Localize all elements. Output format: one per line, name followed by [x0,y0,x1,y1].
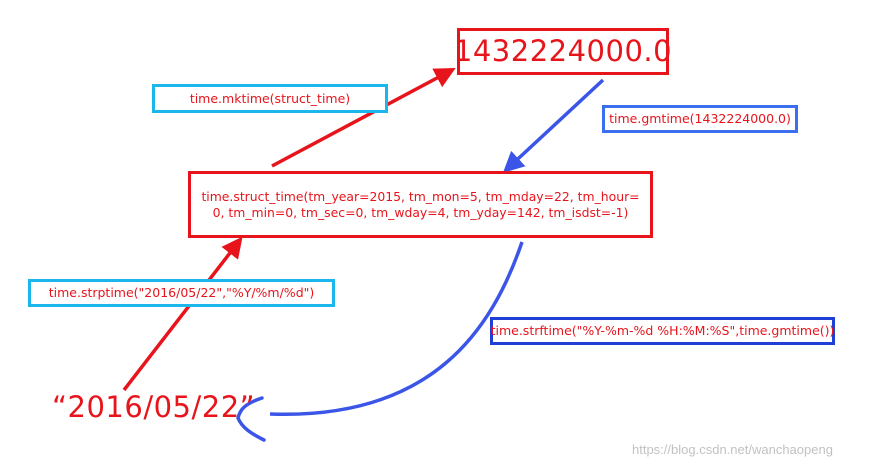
strptime-label: time.strptime("2016/05/22","%Y/%m/%d") [28,279,335,307]
mktime-label: time.mktime(struct_time) [152,84,388,113]
strftime-arrow [269,241,524,416]
date-string-node: “2016/05/22” [52,390,256,424]
mktime-arrow [271,68,456,168]
strftime-label: time.strftime("%Y-%m-%d %H:%M:%S",time.g… [490,317,835,345]
strptime-arrow [122,236,243,392]
struct-time-node: time.struct_time(tm_year=2015, tm_mon=5,… [188,171,653,238]
gmtime-arrow [502,78,605,173]
strftime-arrow-head [236,396,266,442]
gmtime-label: time.gmtime(1432224000.0) [602,105,798,133]
watermark-text: https://blog.csdn.net/wanchaopeng [632,442,833,457]
timestamp-node: 1432224000.0 [454,28,672,75]
